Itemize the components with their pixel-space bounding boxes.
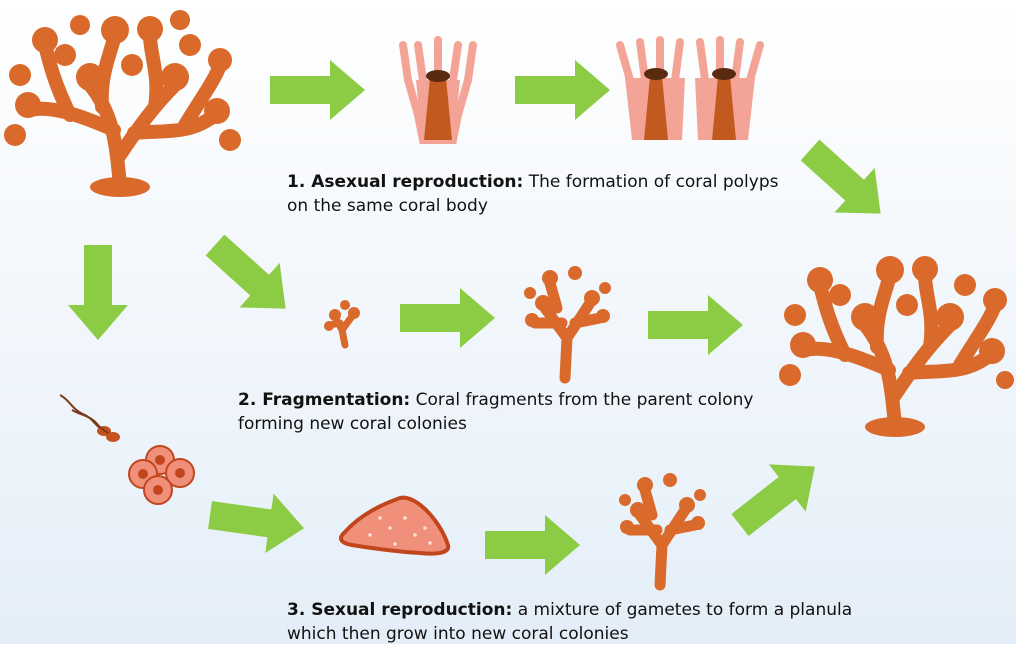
caption-sexual-title: 3. Sexual reproduction: xyxy=(287,600,512,620)
planula xyxy=(341,498,448,554)
arrow-to-fragment xyxy=(195,223,306,331)
new-coral-colony xyxy=(779,256,1014,437)
arrow-to-polyp-pair xyxy=(515,60,610,120)
caption-asexual-text: The formation of coral polyps xyxy=(523,172,778,192)
parent-coral xyxy=(4,10,241,197)
arrow-juvenile-bottom-to-colony xyxy=(722,443,834,549)
coral-fragment xyxy=(324,300,360,345)
arrow-to-polyp xyxy=(270,60,365,120)
caption-fragmentation-title: 2. Fragmentation: xyxy=(238,390,410,410)
caption-fragmentation-line2: forming new coral colonies xyxy=(238,414,467,434)
arrow-juvenile-to-colony xyxy=(648,295,743,355)
sperm-cells xyxy=(60,395,120,442)
caption-fragmentation-text: Coral fragments from the parent colony xyxy=(410,390,753,410)
polyp-pair xyxy=(620,40,760,140)
caption-asexual-line2: on the same coral body xyxy=(287,196,488,216)
single-polyp xyxy=(403,40,473,140)
juvenile-coral-bottom xyxy=(619,473,706,585)
caption-fragmentation: 2. Fragmentation: Coral fragments from t… xyxy=(238,388,753,436)
arrow-polyps-to-new-colony xyxy=(790,128,901,236)
arrow-down-to-gametes xyxy=(68,245,128,340)
caption-sexual: 3. Sexual reproduction: a mixture of gam… xyxy=(287,598,852,646)
caption-asexual: 1. Asexual reproduction: The formation o… xyxy=(287,170,778,218)
arrow-planula-to-juvenile xyxy=(485,515,580,575)
arrow-fragment-to-juvenile xyxy=(400,288,495,348)
arrow-gametes-to-planula xyxy=(206,485,308,558)
juvenile-coral-middle xyxy=(524,266,611,378)
caption-sexual-text: a mixture of gametes to form a planula xyxy=(512,600,852,620)
caption-asexual-title: 1. Asexual reproduction: xyxy=(287,172,523,192)
caption-sexual-line2: which then grow into new coral colonies xyxy=(287,624,629,644)
egg-cells xyxy=(129,446,194,504)
